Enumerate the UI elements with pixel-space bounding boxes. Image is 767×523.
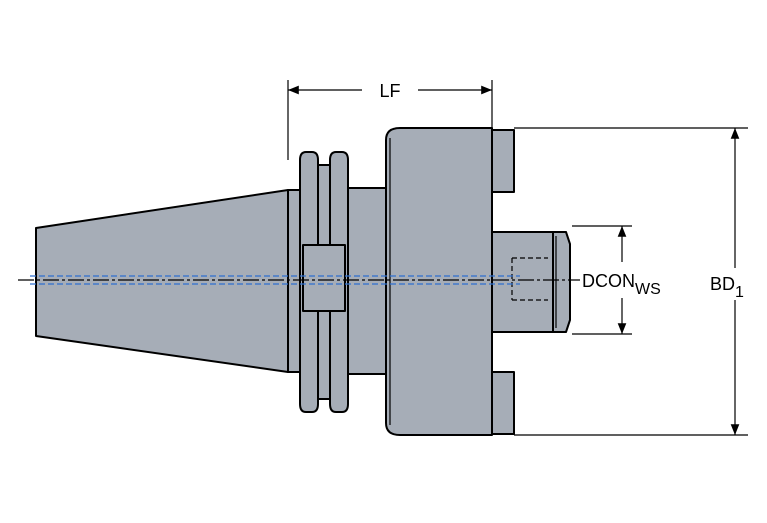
dcon-label: DCONWS — [582, 271, 661, 298]
dcon-dimension: DCONWS — [572, 225, 661, 335]
lf-label: LF — [379, 81, 400, 101]
taper-shank — [35, 189, 289, 373]
center-axis — [18, 275, 580, 285]
main-body — [385, 127, 493, 436]
bd1-label: BD1 — [710, 274, 744, 301]
gripper-flange — [287, 151, 349, 413]
drive-lugs — [491, 129, 515, 435]
bd1-dimension: BD1 — [514, 127, 748, 436]
lf-dimension: LF — [287, 80, 493, 160]
neck — [347, 187, 387, 375]
spigot — [491, 231, 571, 333]
